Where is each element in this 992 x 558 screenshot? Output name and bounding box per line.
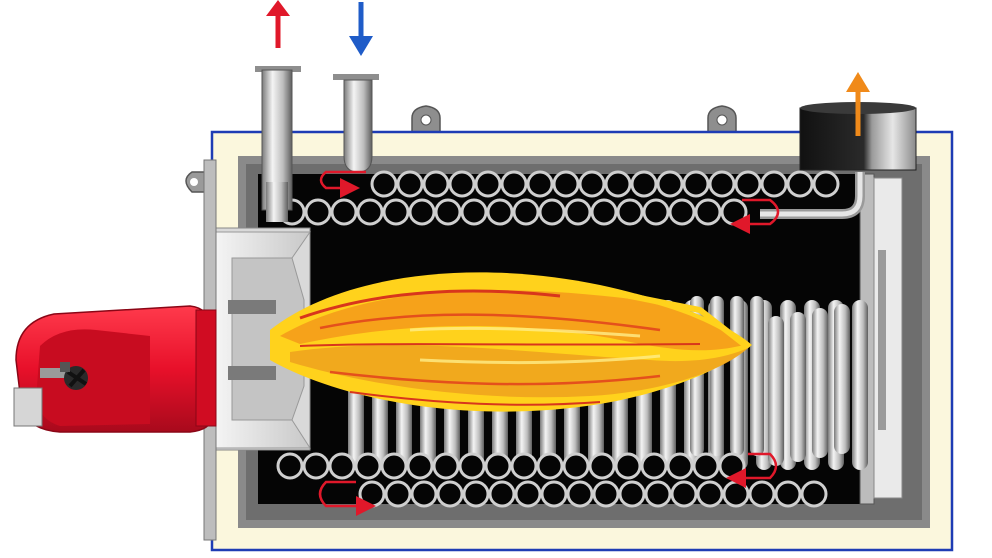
- fire-tube: [722, 480, 750, 508]
- fire-tube: [370, 170, 398, 198]
- fire-tube: [486, 198, 514, 226]
- fire-tube: [538, 198, 566, 226]
- fire-tube: [666, 452, 694, 480]
- fire-tube: [578, 170, 606, 198]
- fire-tube: [592, 480, 620, 508]
- fire-tube: [460, 198, 488, 226]
- fire-tube: [718, 452, 746, 480]
- fire-tube: [384, 480, 412, 508]
- fire-tube: [396, 170, 424, 198]
- fire-tube: [328, 452, 356, 480]
- fire-tube: [484, 452, 512, 480]
- fire-tube: [734, 170, 762, 198]
- fire-tube: [276, 452, 304, 480]
- fire-tube: [566, 480, 594, 508]
- fire-tube: [526, 170, 554, 198]
- fire-tube: [458, 452, 486, 480]
- fire-tube: [800, 480, 828, 508]
- fire-tube: [656, 170, 684, 198]
- fire-tube: [422, 170, 450, 198]
- fire-tube: [408, 198, 436, 226]
- fire-tube: [500, 170, 528, 198]
- flue-gas-arrow: [846, 72, 870, 136]
- fire-tube: [304, 198, 332, 226]
- fire-tube: [774, 480, 802, 508]
- hot-water-outlet-nozzle: [255, 66, 301, 222]
- fire-tube: [694, 198, 722, 226]
- fire-tube: [562, 452, 590, 480]
- vertical-tube: [768, 316, 784, 466]
- fire-tube: [812, 170, 840, 198]
- fire-tube: [448, 170, 476, 198]
- fire-tube: [302, 452, 330, 480]
- fire-tube: [380, 452, 408, 480]
- vertical-tube: [852, 300, 868, 470]
- fire-tube: [720, 198, 748, 226]
- vertical-tube: [730, 296, 744, 456]
- fire-tube: [432, 452, 460, 480]
- fire-tube: [708, 170, 736, 198]
- fire-tube: [406, 452, 434, 480]
- fire-tube: [564, 198, 592, 226]
- fire-tube: [474, 170, 502, 198]
- fire-tube: [604, 170, 632, 198]
- fire-tube: [640, 452, 668, 480]
- fire-tube: [618, 480, 646, 508]
- fire-tube: [358, 480, 386, 508]
- fire-tube: [540, 480, 568, 508]
- fire-tube: [630, 170, 658, 198]
- return-water-arrow: [349, 2, 373, 56]
- gas-pass-arrows: [318, 170, 780, 516]
- fire-tube: [760, 170, 788, 198]
- vertical-tube: [348, 370, 364, 470]
- fire-tube: [692, 452, 720, 480]
- fire-tube: [434, 198, 462, 226]
- fire-tube: [410, 480, 438, 508]
- fire-tube: [670, 480, 698, 508]
- fire-tube: [510, 452, 538, 480]
- burner-icon: [13, 305, 217, 433]
- fire-tube: [536, 452, 564, 480]
- fire-tube: [616, 198, 644, 226]
- fire-tube: [682, 170, 710, 198]
- fire-tube: [614, 452, 642, 480]
- fire-tube: [588, 452, 616, 480]
- fire-tube: [514, 480, 542, 508]
- vertical-tube: [750, 296, 764, 456]
- fire-tube: [696, 480, 724, 508]
- hot-water-arrow: [266, 0, 290, 48]
- vertical-tube: [812, 308, 828, 458]
- fire-tube: [382, 198, 410, 226]
- flame-icon: [270, 272, 752, 412]
- vertical-tube: [790, 312, 806, 462]
- vertical-tube: [834, 304, 850, 454]
- fire-tube: [644, 480, 672, 508]
- fire-tube: [354, 452, 382, 480]
- fire-tube: [786, 170, 814, 198]
- fire-tube: [330, 198, 358, 226]
- fire-tube: [552, 170, 580, 198]
- fire-tube: [356, 198, 384, 226]
- tube-rows: [276, 170, 840, 508]
- fire-tube: [436, 480, 464, 508]
- fire-tube: [488, 480, 516, 508]
- fire-tube: [590, 198, 618, 226]
- fire-tube: [748, 480, 776, 508]
- fire-tube: [642, 198, 670, 226]
- fire-tube: [668, 198, 696, 226]
- fire-tube: [462, 480, 490, 508]
- fire-tube: [512, 198, 540, 226]
